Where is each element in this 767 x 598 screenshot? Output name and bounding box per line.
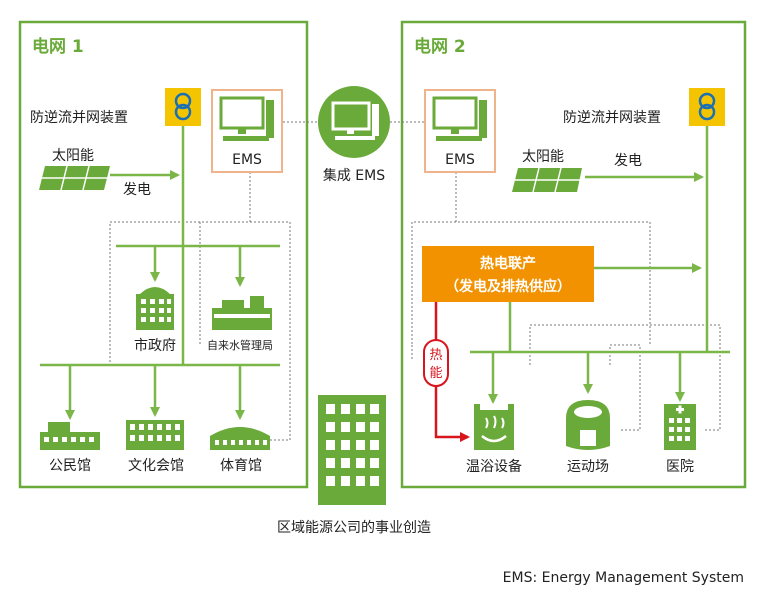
gymnasium-icon — [210, 427, 270, 450]
heat-label-2: 能 — [429, 366, 442, 381]
gymnasium-label: 体育馆 — [220, 458, 262, 474]
waterworks-icon — [212, 296, 272, 330]
energy-company-label: 区域能源公司的事业创造 — [277, 520, 431, 536]
bath-facility-icon — [474, 404, 514, 450]
anti-backflow-label-1: 防逆流并网装置 — [30, 110, 128, 126]
solar-panel-1-icon — [39, 165, 110, 191]
cogeneration-subtitle: （发电及排热供应） — [445, 278, 571, 295]
grid-2-title: 电网 2 — [414, 36, 466, 57]
stadium-label: 运动场 — [567, 459, 609, 475]
grid-2-power-lines — [470, 122, 730, 404]
anti-backflow-device-2-icon — [689, 88, 725, 126]
culture-hall-label: 文化会馆 — [128, 458, 184, 474]
community-hall-label: 公民馆 — [49, 458, 91, 474]
integrated-ems-label: 集成 EMS — [323, 167, 385, 184]
anti-backflow-device-1-icon — [165, 88, 201, 126]
city-hall-label: 市政府 — [134, 337, 176, 354]
ems-2-label: EMS — [445, 152, 475, 168]
anti-backflow-label-2: 防逆流并网装置 — [563, 110, 661, 126]
grid-1-title: 电网 1 — [32, 36, 84, 57]
cogeneration-box — [422, 246, 594, 302]
communication-lines — [109, 121, 721, 441]
ems-2-computer-icon — [424, 89, 496, 173]
ems-1-computer-icon — [211, 89, 283, 173]
cogeneration-title: 热电联产 — [480, 255, 536, 272]
generation-label-2: 发电 — [614, 153, 642, 169]
grid-1-power-lines — [40, 122, 280, 420]
bath-facility-label: 温浴设备 — [466, 458, 522, 475]
culture-hall-icon — [126, 420, 184, 450]
solar-panel-2-icon — [512, 167, 582, 193]
grid-2-frame — [400, 20, 747, 489]
grid-1-frame — [18, 20, 309, 489]
heat-badge — [423, 339, 449, 387]
heat-label-1: 热 — [429, 348, 442, 363]
city-hall-icon — [136, 287, 174, 330]
hospital-label: 医院 — [666, 459, 694, 475]
stadium-icon — [566, 400, 610, 450]
energy-company-building-icon — [318, 395, 386, 505]
community-hall-icon — [40, 422, 100, 450]
integrated-ems-icon — [318, 86, 390, 158]
footnote: EMS: Energy Management System — [503, 570, 744, 586]
ems-1-label: EMS — [232, 152, 262, 168]
solar-label-1: 太阳能 — [52, 148, 94, 164]
solar-label-2: 太阳能 — [522, 149, 564, 165]
generation-label-1: 发电 — [123, 182, 151, 198]
hospital-icon — [664, 404, 696, 450]
waterworks-label: 自来水管理局 — [207, 338, 273, 352]
